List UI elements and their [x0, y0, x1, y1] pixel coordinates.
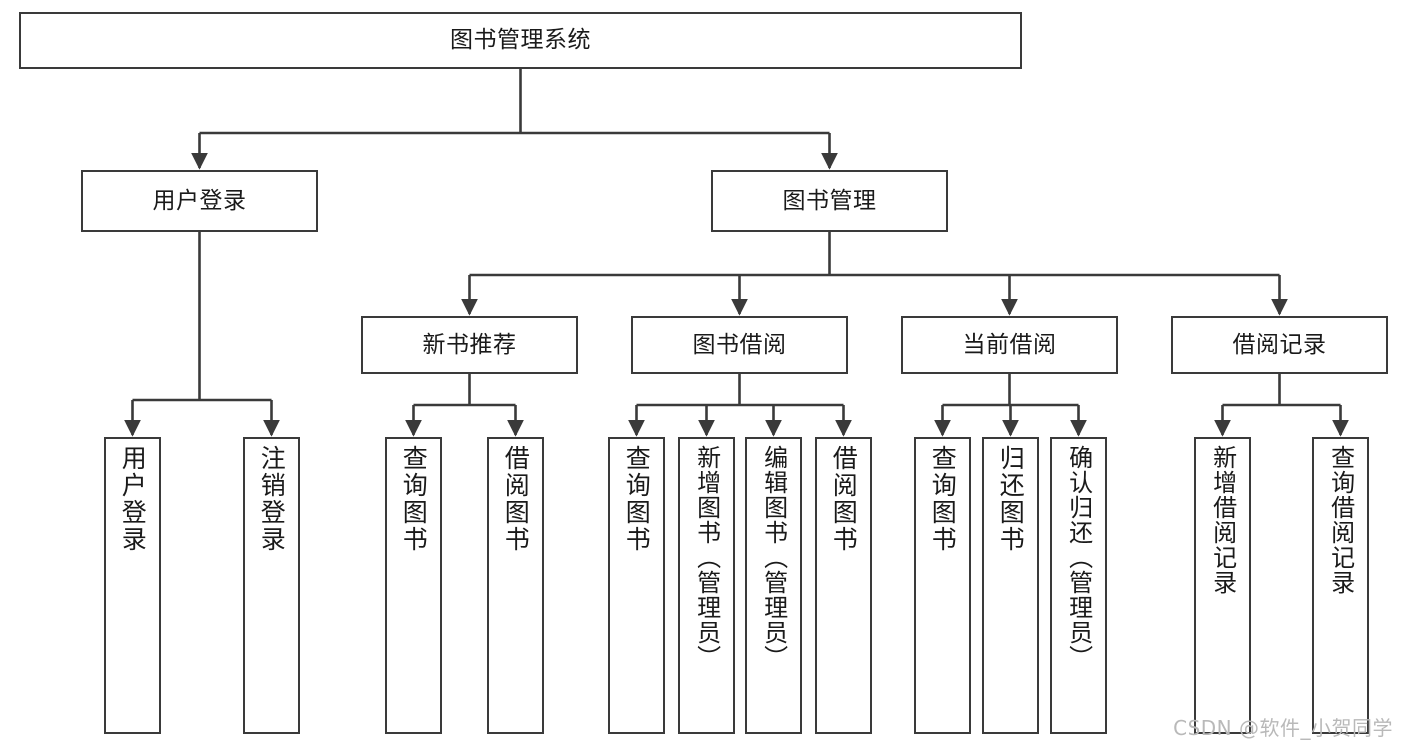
node-leaf-user-login[interactable]: 用户登录: [104, 437, 161, 734]
node-label: 编辑图书（管理员）: [759, 445, 788, 670]
watermark-text: CSDN @软件_小贺同学: [1173, 716, 1393, 740]
node-label: 借阅图书: [829, 445, 859, 553]
node-label: 新增图书（管理员）: [692, 445, 721, 670]
node-leaf-query-book-3[interactable]: 查询图书: [914, 437, 971, 734]
node-label: 确认归还（管理员）: [1064, 445, 1093, 670]
node-label: 图书管理系统: [450, 27, 591, 53]
node-new-book-recommend[interactable]: 新书推荐: [361, 316, 578, 374]
node-leaf-user-logout[interactable]: 注销登录: [243, 437, 300, 734]
node-borrow-record[interactable]: 借阅记录: [1171, 316, 1388, 374]
node-leaf-return-book[interactable]: 归还图书: [982, 437, 1039, 734]
node-label: 借阅图书: [501, 445, 531, 553]
node-leaf-confirm-return[interactable]: 确认归还（管理员）: [1050, 437, 1107, 734]
node-label: 查询图书: [399, 445, 429, 553]
node-book-management[interactable]: 图书管理: [711, 170, 948, 232]
node-label: 查询图书: [928, 445, 958, 553]
node-root[interactable]: 图书管理系统: [19, 12, 1022, 69]
node-leaf-edit-book[interactable]: 编辑图书（管理员）: [745, 437, 802, 734]
node-label: 借阅记录: [1232, 331, 1327, 358]
node-user-login[interactable]: 用户登录: [81, 170, 318, 232]
node-book-borrow[interactable]: 图书借阅: [631, 316, 848, 374]
node-leaf-add-record[interactable]: 新增借阅记录: [1194, 437, 1251, 734]
node-label: 图书管理: [782, 187, 877, 214]
node-label: 新增借阅记录: [1208, 445, 1237, 595]
node-leaf-borrow-book-2[interactable]: 借阅图书: [815, 437, 872, 734]
node-label: 图书借阅: [692, 331, 787, 358]
node-leaf-query-record[interactable]: 查询借阅记录: [1312, 437, 1369, 734]
node-label: 新书推荐: [422, 331, 517, 358]
node-label: 用户登录: [152, 187, 247, 214]
node-label: 归还图书: [996, 445, 1026, 553]
node-label: 当前借阅: [962, 331, 1057, 358]
node-leaf-borrow-book-1[interactable]: 借阅图书: [487, 437, 544, 734]
node-label: 用户登录: [118, 445, 148, 553]
node-leaf-add-book[interactable]: 新增图书（管理员）: [678, 437, 735, 734]
node-current-borrow[interactable]: 当前借阅: [901, 316, 1118, 374]
node-leaf-query-book-2[interactable]: 查询图书: [608, 437, 665, 734]
node-label: 查询图书: [622, 445, 652, 553]
node-label: 查询借阅记录: [1326, 445, 1355, 595]
node-label: 注销登录: [257, 445, 287, 553]
node-leaf-query-book-1[interactable]: 查询图书: [385, 437, 442, 734]
